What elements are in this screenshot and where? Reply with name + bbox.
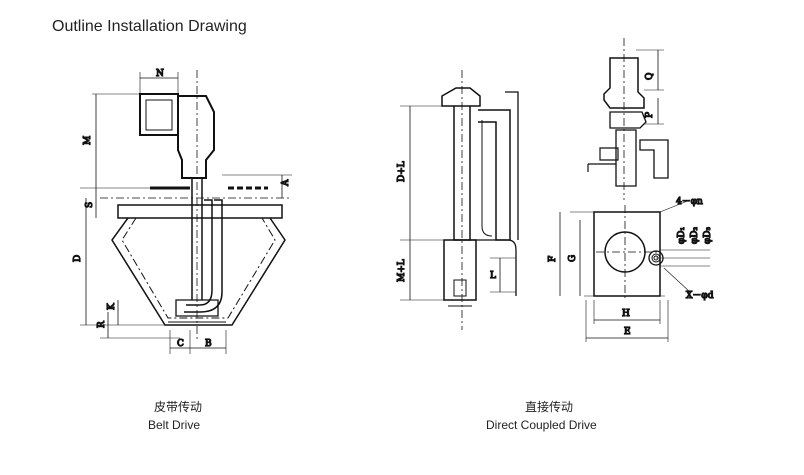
label-K: K	[107, 303, 117, 310]
label-N: N	[156, 69, 164, 79]
belt-drive-caption-cn: 皮带传动	[154, 400, 203, 414]
label-P: P	[645, 112, 655, 118]
label-M: M	[83, 136, 93, 145]
label-phi-D1: φD₁	[677, 227, 687, 244]
belt-drive-caption-en: Belt Drive	[148, 418, 201, 432]
label-G: G	[568, 255, 578, 262]
label-4-phi-n: 4－φn	[676, 197, 703, 207]
direct-drive-caption-en: Direct Coupled Drive	[486, 418, 597, 432]
label-X-phi-d: X－φd	[686, 291, 714, 301]
page-title: Outline Installation Drawing	[52, 18, 247, 35]
label-D: D	[73, 255, 83, 262]
label-A: A	[281, 179, 291, 187]
label-Q: Q	[645, 73, 655, 80]
direct-drive-side-view	[400, 70, 519, 330]
label-B: B	[205, 339, 212, 349]
label-R: R	[97, 321, 107, 328]
label-S: S	[85, 202, 95, 208]
label-L: L	[490, 271, 496, 281]
label-F: F	[548, 256, 558, 262]
label-M-plus-L: M+L	[397, 259, 407, 282]
label-phi-D2: φD₂	[690, 226, 700, 244]
label-D-plus-L: D+L	[397, 161, 407, 182]
label-E: E	[624, 327, 631, 337]
direct-drive-caption-cn: 直接传动	[525, 400, 574, 414]
label-C: C	[177, 339, 184, 349]
label-H: H	[622, 309, 630, 319]
belt-drive-drawing	[80, 70, 292, 354]
label-phi-D3: φD₃	[703, 226, 713, 244]
direct-drive-plan-view	[559, 199, 710, 342]
direct-drive-motor-view	[587, 38, 669, 200]
